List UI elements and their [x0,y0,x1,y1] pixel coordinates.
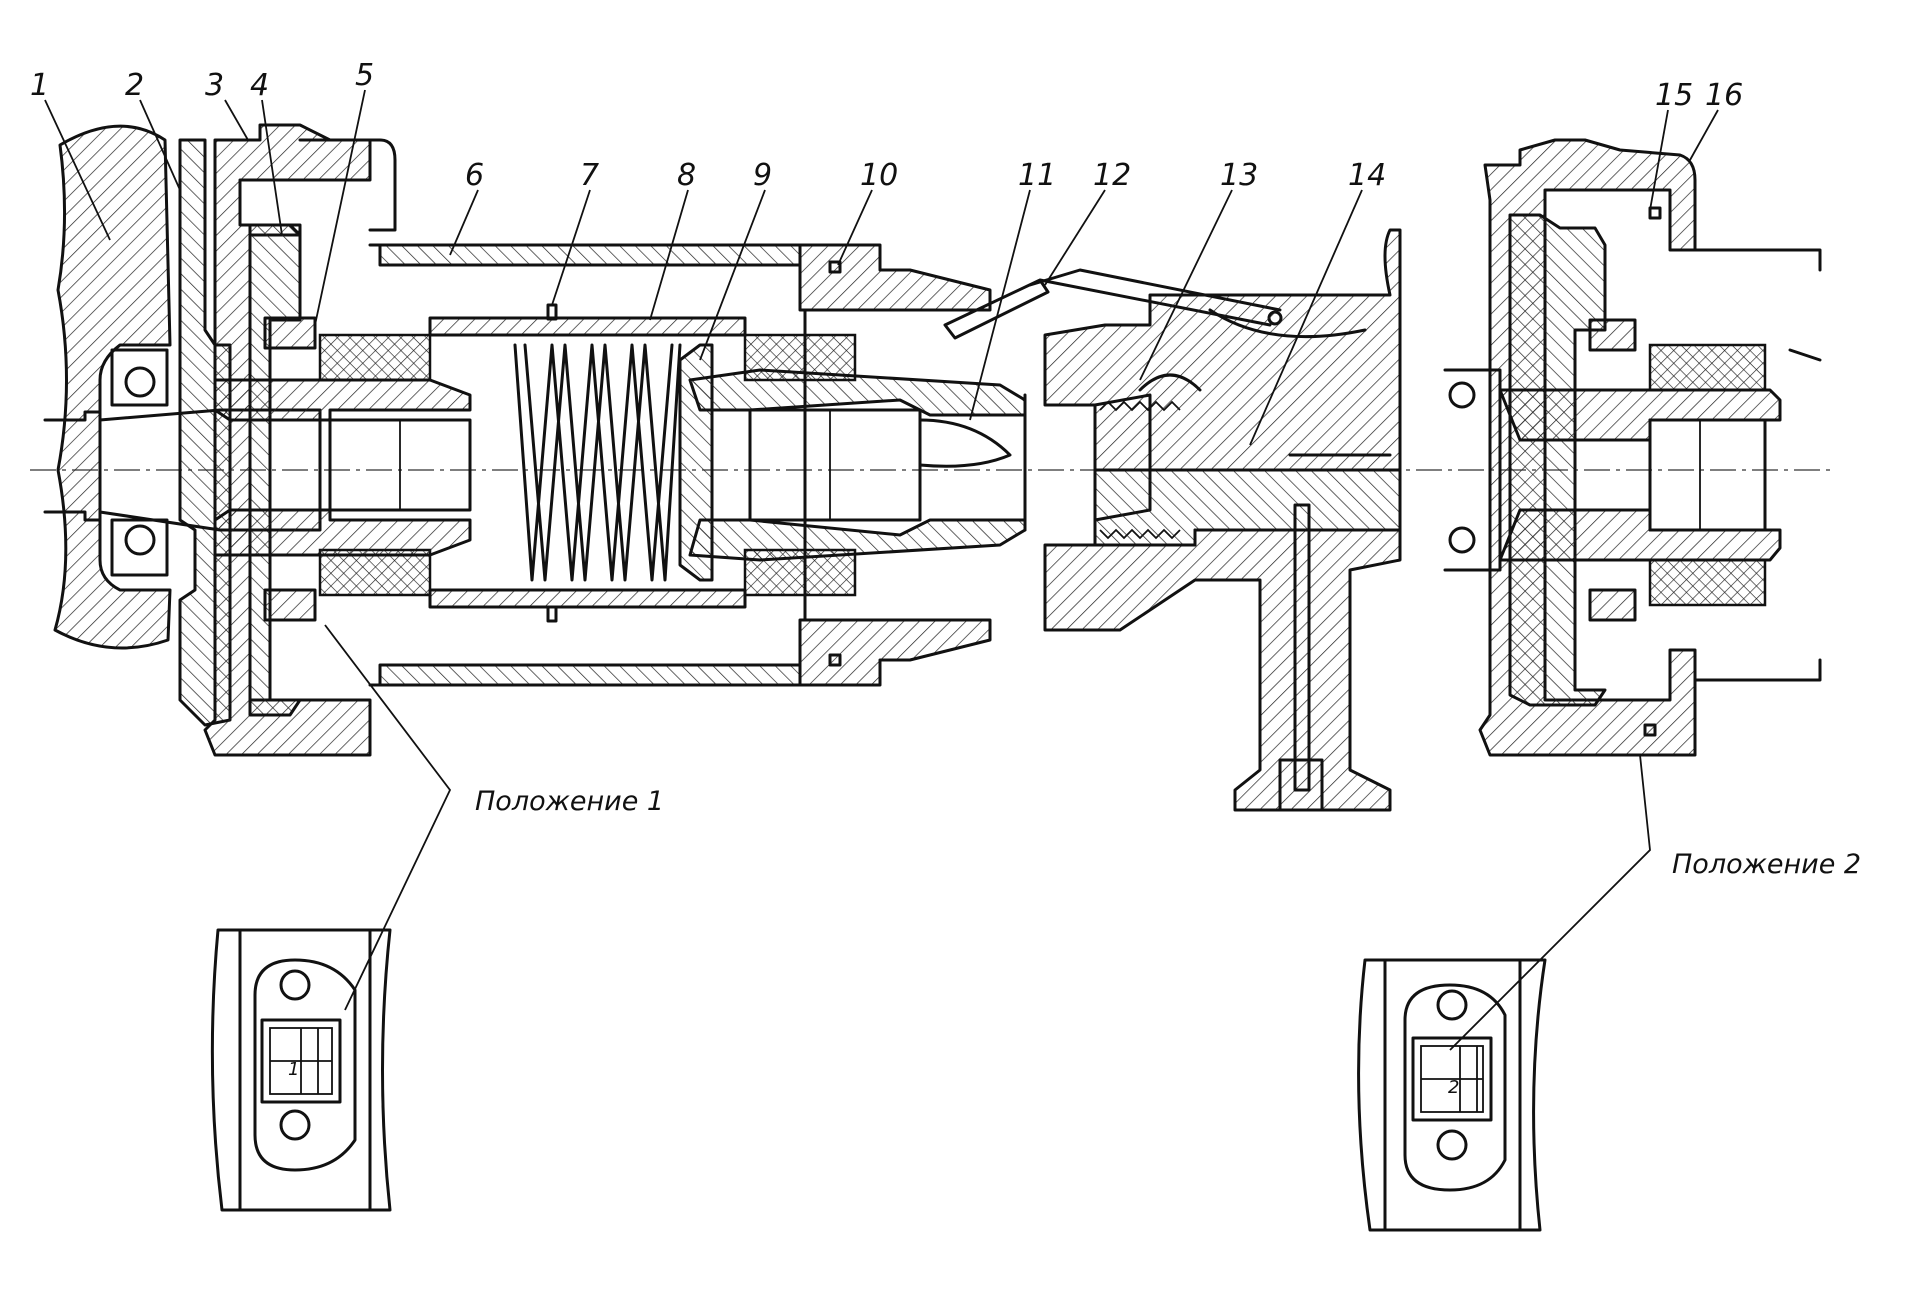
position-1-bolt-bottom [279,1109,311,1141]
callout-6: 6 [465,158,484,193]
oil-channel [1208,308,1367,339]
part-10-ring-lower [798,618,992,687]
callout-4: 4 [250,68,269,103]
right-disk [1508,213,1607,707]
callout-8: 8 [677,158,696,193]
callout-13: 13 [1220,158,1258,193]
right-packing-lower [1648,558,1767,607]
part-14-lower-housing [1043,528,1402,812]
left-bearing [110,348,169,577]
part-5-key-upper [263,316,317,350]
right-key-upper [1588,318,1637,352]
right-packing-upper [1648,343,1767,392]
stud-bolt [1293,503,1311,792]
position-2-detail: Положение 2 2 [1357,754,1861,1232]
part-11-right-hub [688,368,1027,417]
position-1-caption: Положение 1 [475,786,664,817]
callout-12: 12 [1093,158,1131,193]
packing-left-lower [318,548,432,597]
position-2-bolt-bottom [1436,1129,1468,1161]
part-10-ring [798,243,992,312]
part-8-sleeve [428,316,747,337]
position-2-leader [1449,754,1651,1051]
left-hub-lower [213,508,472,557]
callouts: 1 2 3 4 5 6 7 8 9 10 11 12 13 14 15 16 [30,58,1743,446]
callout-2: 2 [125,68,144,103]
part-13-gear-housing [1043,228,1402,472]
thread-relief [1138,373,1202,392]
cone-tip [918,418,1012,468]
part-7-pin-lower [546,605,558,623]
position-1-window [260,1018,342,1104]
packing-left-upper [318,333,432,382]
right-hub-bore-2 [1648,418,1767,532]
position-2-housing [1357,958,1547,1232]
callout-10: 10 [860,158,898,193]
part-6-outer-cylinder-lower [378,663,802,687]
position-2-bolt-top [1436,989,1468,1021]
callout-14: 14 [1348,158,1386,193]
part-8-sleeve-lower [428,588,747,609]
callout-1: 1 [30,68,49,103]
part-5-key-lower [263,588,317,622]
position-1-bolt-top [279,969,311,1001]
position-1-flange [253,958,357,1172]
casing-guard [298,138,397,232]
right-hub-lower [1498,508,1782,562]
position-1-leader [324,624,452,1011]
position-2-window [1411,1036,1493,1122]
callout-9: 9 [753,158,772,193]
position-2-flange [1403,983,1507,1192]
main-assembly-section [30,123,1830,812]
part-3-coupling-casing [203,123,372,757]
callout-16: 16 [1705,78,1743,113]
callout-7: 7 [580,158,599,193]
callout-11: 11 [1018,158,1056,193]
right-hub-bore [748,408,922,522]
right-hub [1498,388,1782,442]
position-2-caption: Положение 2 [1672,849,1861,880]
left-input-shaft [43,410,102,522]
callout-15: 15 [1655,78,1693,113]
part-10-screw [828,260,842,274]
callout-3: 3 [205,68,224,103]
position-1-housing [210,928,392,1212]
position-1-detail: Положение 1 1 [210,624,664,1212]
left-hub [213,378,472,422]
right-key-lower [1588,588,1637,622]
position-1-scale-mark: 1 [288,1059,299,1080]
position-2-scale-mark: 2 [1448,1077,1459,1098]
part-11-right-hub-lower [688,518,1027,562]
right-coupling-section [1443,138,1822,757]
callout-5: 5 [355,58,374,93]
